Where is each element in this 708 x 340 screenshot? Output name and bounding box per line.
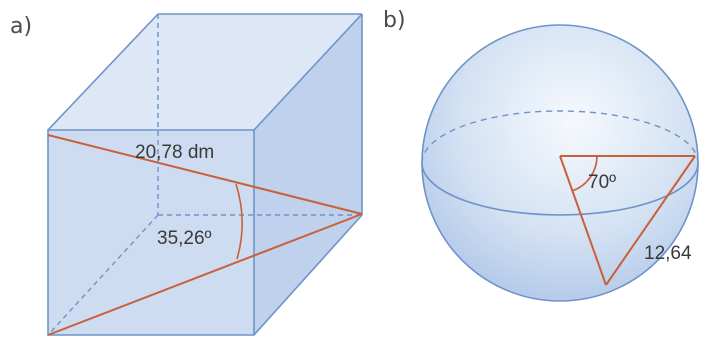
angle-label-a: 35,26º bbox=[157, 228, 212, 249]
sphere: 70º 12,64 bbox=[421, 24, 699, 302]
panel-b-label: b) bbox=[383, 8, 406, 33]
angle-arc-a bbox=[235, 183, 243, 260]
cube-hidden-edges bbox=[47, 14, 362, 336]
cube-edges bbox=[47, 13, 363, 336]
sphere-triangle bbox=[559, 155, 696, 286]
chord bbox=[605, 155, 696, 286]
angle-arc-b bbox=[571, 155, 598, 192]
equator-front bbox=[421, 162, 699, 216]
cube-front-face bbox=[48, 130, 254, 335]
cube-right-face bbox=[254, 14, 362, 335]
cube-top-face bbox=[48, 14, 362, 130]
chord-length-label: 12,64 bbox=[644, 243, 692, 264]
cube-diagonals bbox=[47, 134, 363, 336]
panel-a-label: a) bbox=[10, 14, 32, 39]
diagonal-lower bbox=[47, 213, 363, 336]
cube: 20,78 dm 35,26º bbox=[47, 13, 363, 336]
equator-back bbox=[421, 110, 699, 164]
panel-a: a) bbox=[10, 13, 363, 336]
angle-label-b: 70º bbox=[588, 172, 616, 193]
panel-b: b) 70º 12,64 bbox=[383, 8, 699, 302]
diagonal-upper bbox=[47, 134, 363, 215]
diagonal-length-label: 20,78 dm bbox=[135, 142, 214, 163]
radius-down bbox=[559, 155, 607, 286]
